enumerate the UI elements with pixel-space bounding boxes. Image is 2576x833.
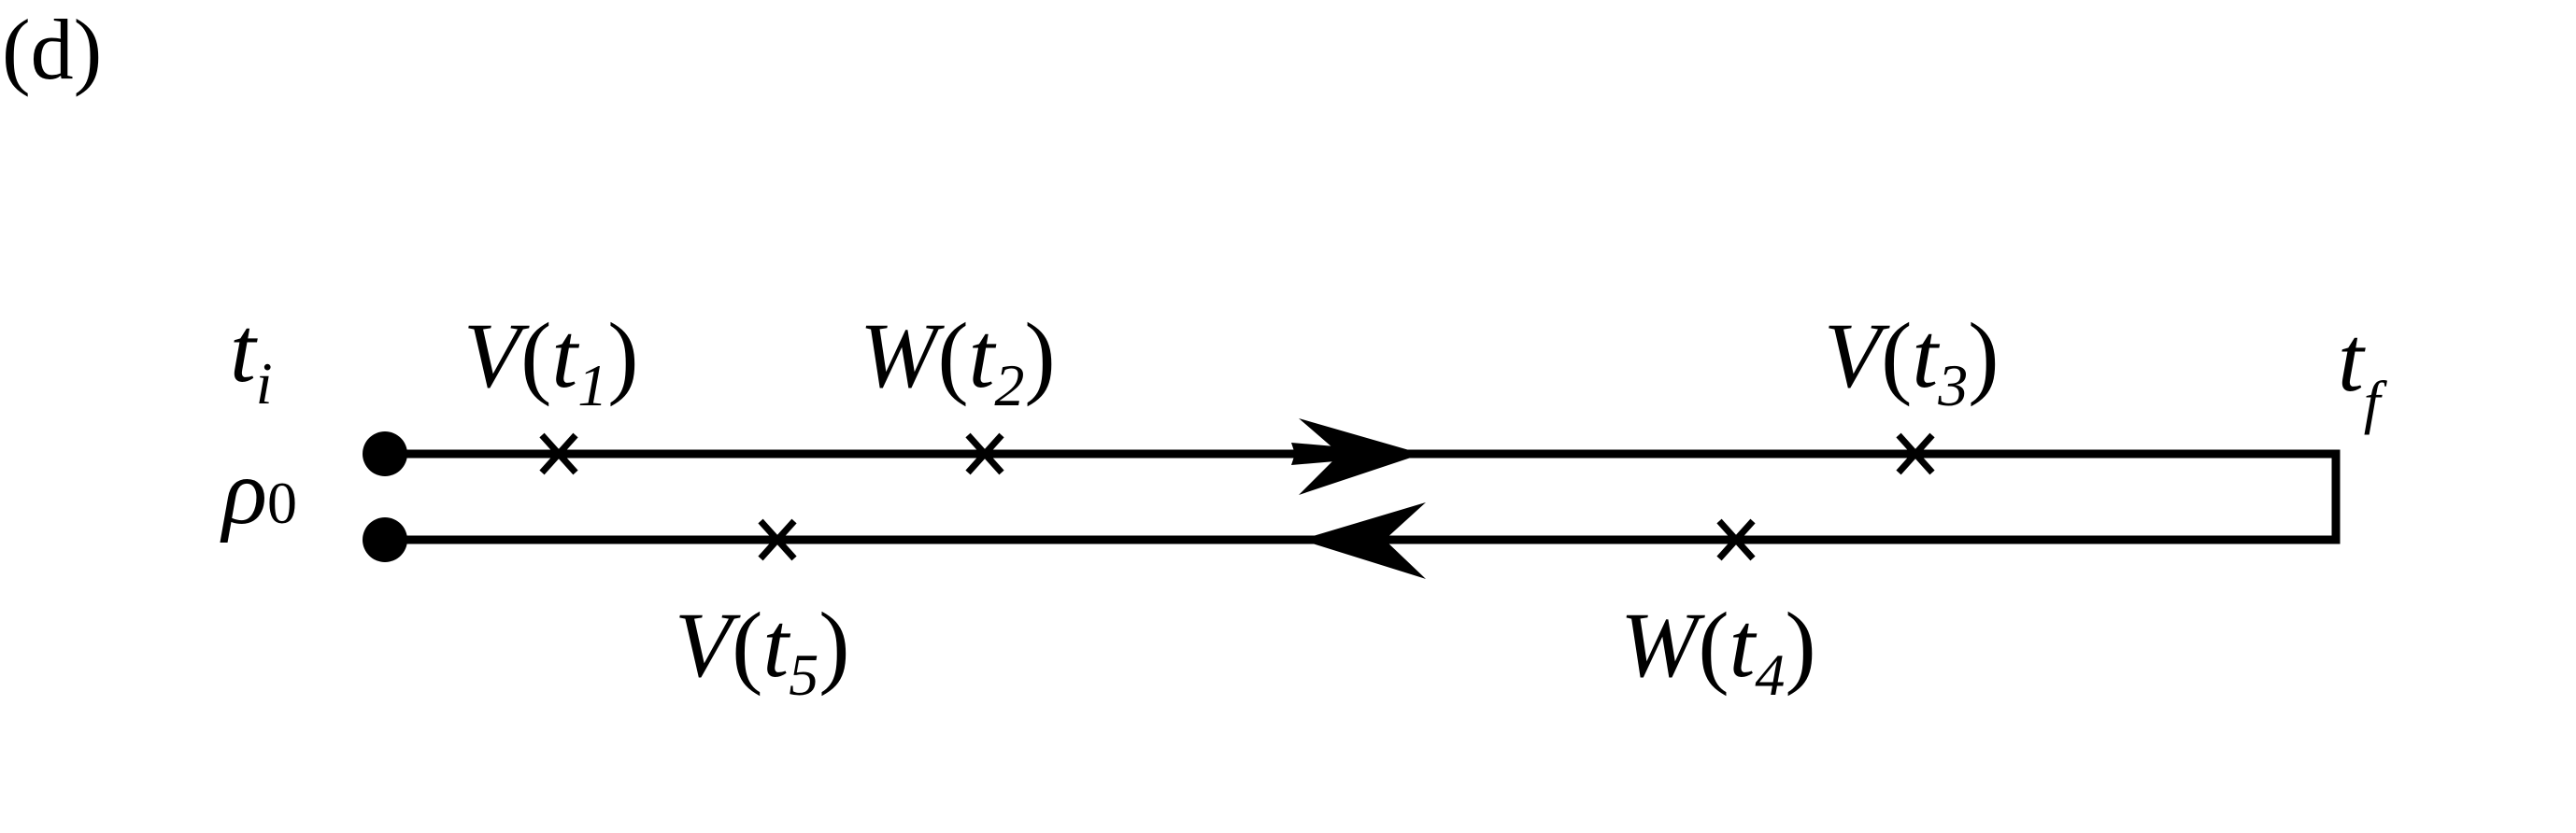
end-time-label: tf (2338, 307, 2388, 435)
cross-marker-t4 (1716, 518, 1756, 561)
panel-label: (d) (2, 2, 102, 97)
operator-label-w-t4: W(t4) (1620, 593, 1816, 708)
operator-label-v-t3: V(t3) (1824, 304, 2000, 418)
forward-arrowhead (1299, 418, 1422, 495)
backward-arrowhead (1301, 502, 1426, 579)
cross-marker-t3 (1896, 432, 1935, 475)
forward-start-dot (363, 431, 407, 476)
cross-marker-t5 (758, 518, 797, 561)
initial-state-label: ρ0 (220, 440, 297, 544)
operator-label-v-t5: V(t5) (675, 593, 850, 708)
cross-marker-t1 (539, 432, 578, 475)
backward-start-dot (363, 517, 407, 562)
operator-label-w-t2: W(t2) (860, 304, 1056, 418)
cross-marker-t2 (965, 432, 1004, 475)
operator-label-v-t1: V(t1) (463, 304, 639, 418)
start-time-label: ti (230, 298, 273, 416)
